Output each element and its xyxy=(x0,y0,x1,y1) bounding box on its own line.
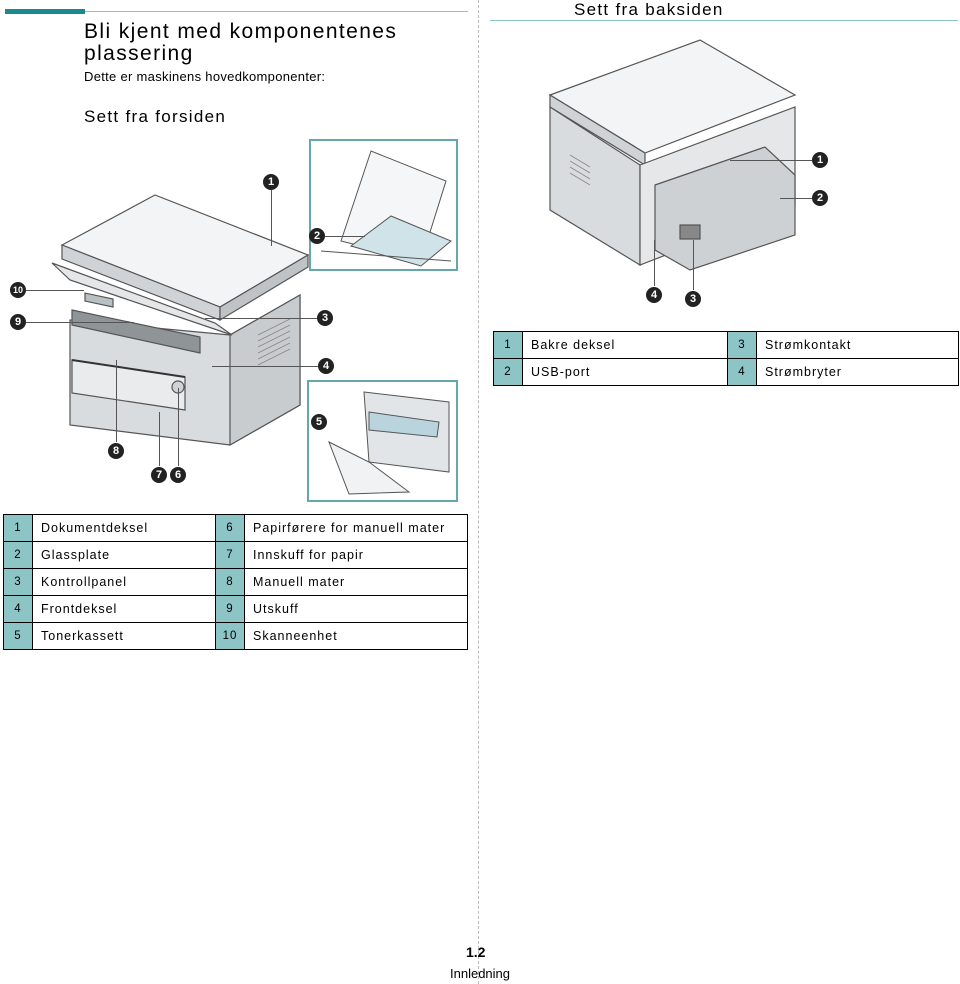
table-row: 2 Glassplate 7 Innskuff for papir xyxy=(3,541,468,569)
callout-7: 7 xyxy=(151,467,167,483)
header-accent-bar xyxy=(5,9,85,14)
part-number: 8 xyxy=(215,568,245,596)
back-parts-table: 1 Bakre deksel 3 Strømkontakt 2 USB-port… xyxy=(493,331,959,386)
section-label: Innledning xyxy=(450,966,510,981)
back-callout-2: 2 xyxy=(812,190,828,206)
part-number: 4 xyxy=(3,595,33,623)
part-label: Skanneenhet xyxy=(244,622,468,650)
part-label: Dokumentdeksel xyxy=(32,514,216,542)
leader-line xyxy=(116,360,117,442)
leader-line xyxy=(730,160,812,161)
leader-line xyxy=(780,198,812,199)
front-printer-illustration xyxy=(51,194,310,447)
leader-line xyxy=(271,190,272,246)
part-label: USB-port xyxy=(522,358,728,386)
header-rule-right xyxy=(490,20,958,21)
header-rule xyxy=(85,11,468,12)
part-label: Tonerkassett xyxy=(32,622,216,650)
part-label: Utskuff xyxy=(244,595,468,623)
callout-2: 2 xyxy=(309,228,325,244)
leader-line xyxy=(325,236,365,237)
part-number: 4 xyxy=(727,358,757,386)
page-number: 1.2 xyxy=(466,944,486,960)
leader-line xyxy=(178,388,179,466)
part-number: 5 xyxy=(3,622,33,650)
table-row: 1 Dokumentdeksel 6 Papirførere for manue… xyxy=(3,514,468,542)
leader-line xyxy=(654,240,655,286)
part-number: 7 xyxy=(215,541,245,569)
back-callout-4: 4 xyxy=(646,287,662,303)
inset-toner-frame xyxy=(307,380,458,502)
part-label: Innskuff for papir xyxy=(244,541,468,569)
leader-line xyxy=(693,240,694,290)
part-label: Bakre deksel xyxy=(522,331,728,359)
back-view-heading: Sett fra baksiden xyxy=(574,0,724,19)
part-number: 6 xyxy=(215,514,245,542)
part-label: Strømbryter xyxy=(756,358,959,386)
part-label: Strømkontakt xyxy=(756,331,959,359)
table-row: 3 Kontrollpanel 8 Manuell mater xyxy=(3,568,468,596)
part-number: 1 xyxy=(493,331,523,359)
intro-text: Dette er maskinens hovedkomponenter: xyxy=(84,69,326,84)
column-divider xyxy=(478,0,479,984)
leader-line xyxy=(26,322,134,323)
part-label: Frontdeksel xyxy=(32,595,216,623)
part-number: 10 xyxy=(215,622,245,650)
leader-line xyxy=(159,412,160,466)
part-label: Kontrollpanel xyxy=(32,568,216,596)
leader-line xyxy=(205,318,317,319)
callout-8: 8 xyxy=(108,443,124,459)
back-printer-illustration xyxy=(548,39,797,271)
part-number: 2 xyxy=(3,541,33,569)
part-number: 1 xyxy=(3,514,33,542)
leader-line xyxy=(26,290,84,291)
part-label: Papirførere for manuell mater xyxy=(244,514,468,542)
callout-10: 10 xyxy=(10,282,26,298)
part-number: 3 xyxy=(727,331,757,359)
table-row: 4 Frontdeksel 9 Utskuff xyxy=(3,595,468,623)
back-callout-1: 1 xyxy=(812,152,828,168)
inset-glass-frame xyxy=(309,139,458,271)
part-label: Manuell mater xyxy=(244,568,468,596)
part-number: 9 xyxy=(215,595,245,623)
callout-5: 5 xyxy=(311,414,327,430)
front-view-heading: Sett fra forsiden xyxy=(84,107,227,126)
callout-6: 6 xyxy=(170,467,186,483)
callout-3: 3 xyxy=(317,310,333,326)
back-callout-3: 3 xyxy=(685,291,701,307)
table-row: 5 Tonerkassett 10 Skanneenhet xyxy=(3,622,468,650)
part-label: Glassplate xyxy=(32,541,216,569)
table-row: 1 Bakre deksel 3 Strømkontakt xyxy=(493,331,959,359)
part-number: 3 xyxy=(3,568,33,596)
callout-4: 4 xyxy=(318,358,334,374)
callout-9: 9 xyxy=(10,314,26,330)
front-parts-table: 1 Dokumentdeksel 6 Papirførere for manue… xyxy=(3,514,468,650)
leader-line xyxy=(212,366,318,367)
callout-1: 1 xyxy=(263,174,279,190)
page-title: Bli kjent med komponentenes plassering xyxy=(84,20,398,65)
table-row: 2 USB-port 4 Strømbryter xyxy=(493,358,959,386)
part-number: 2 xyxy=(493,358,523,386)
